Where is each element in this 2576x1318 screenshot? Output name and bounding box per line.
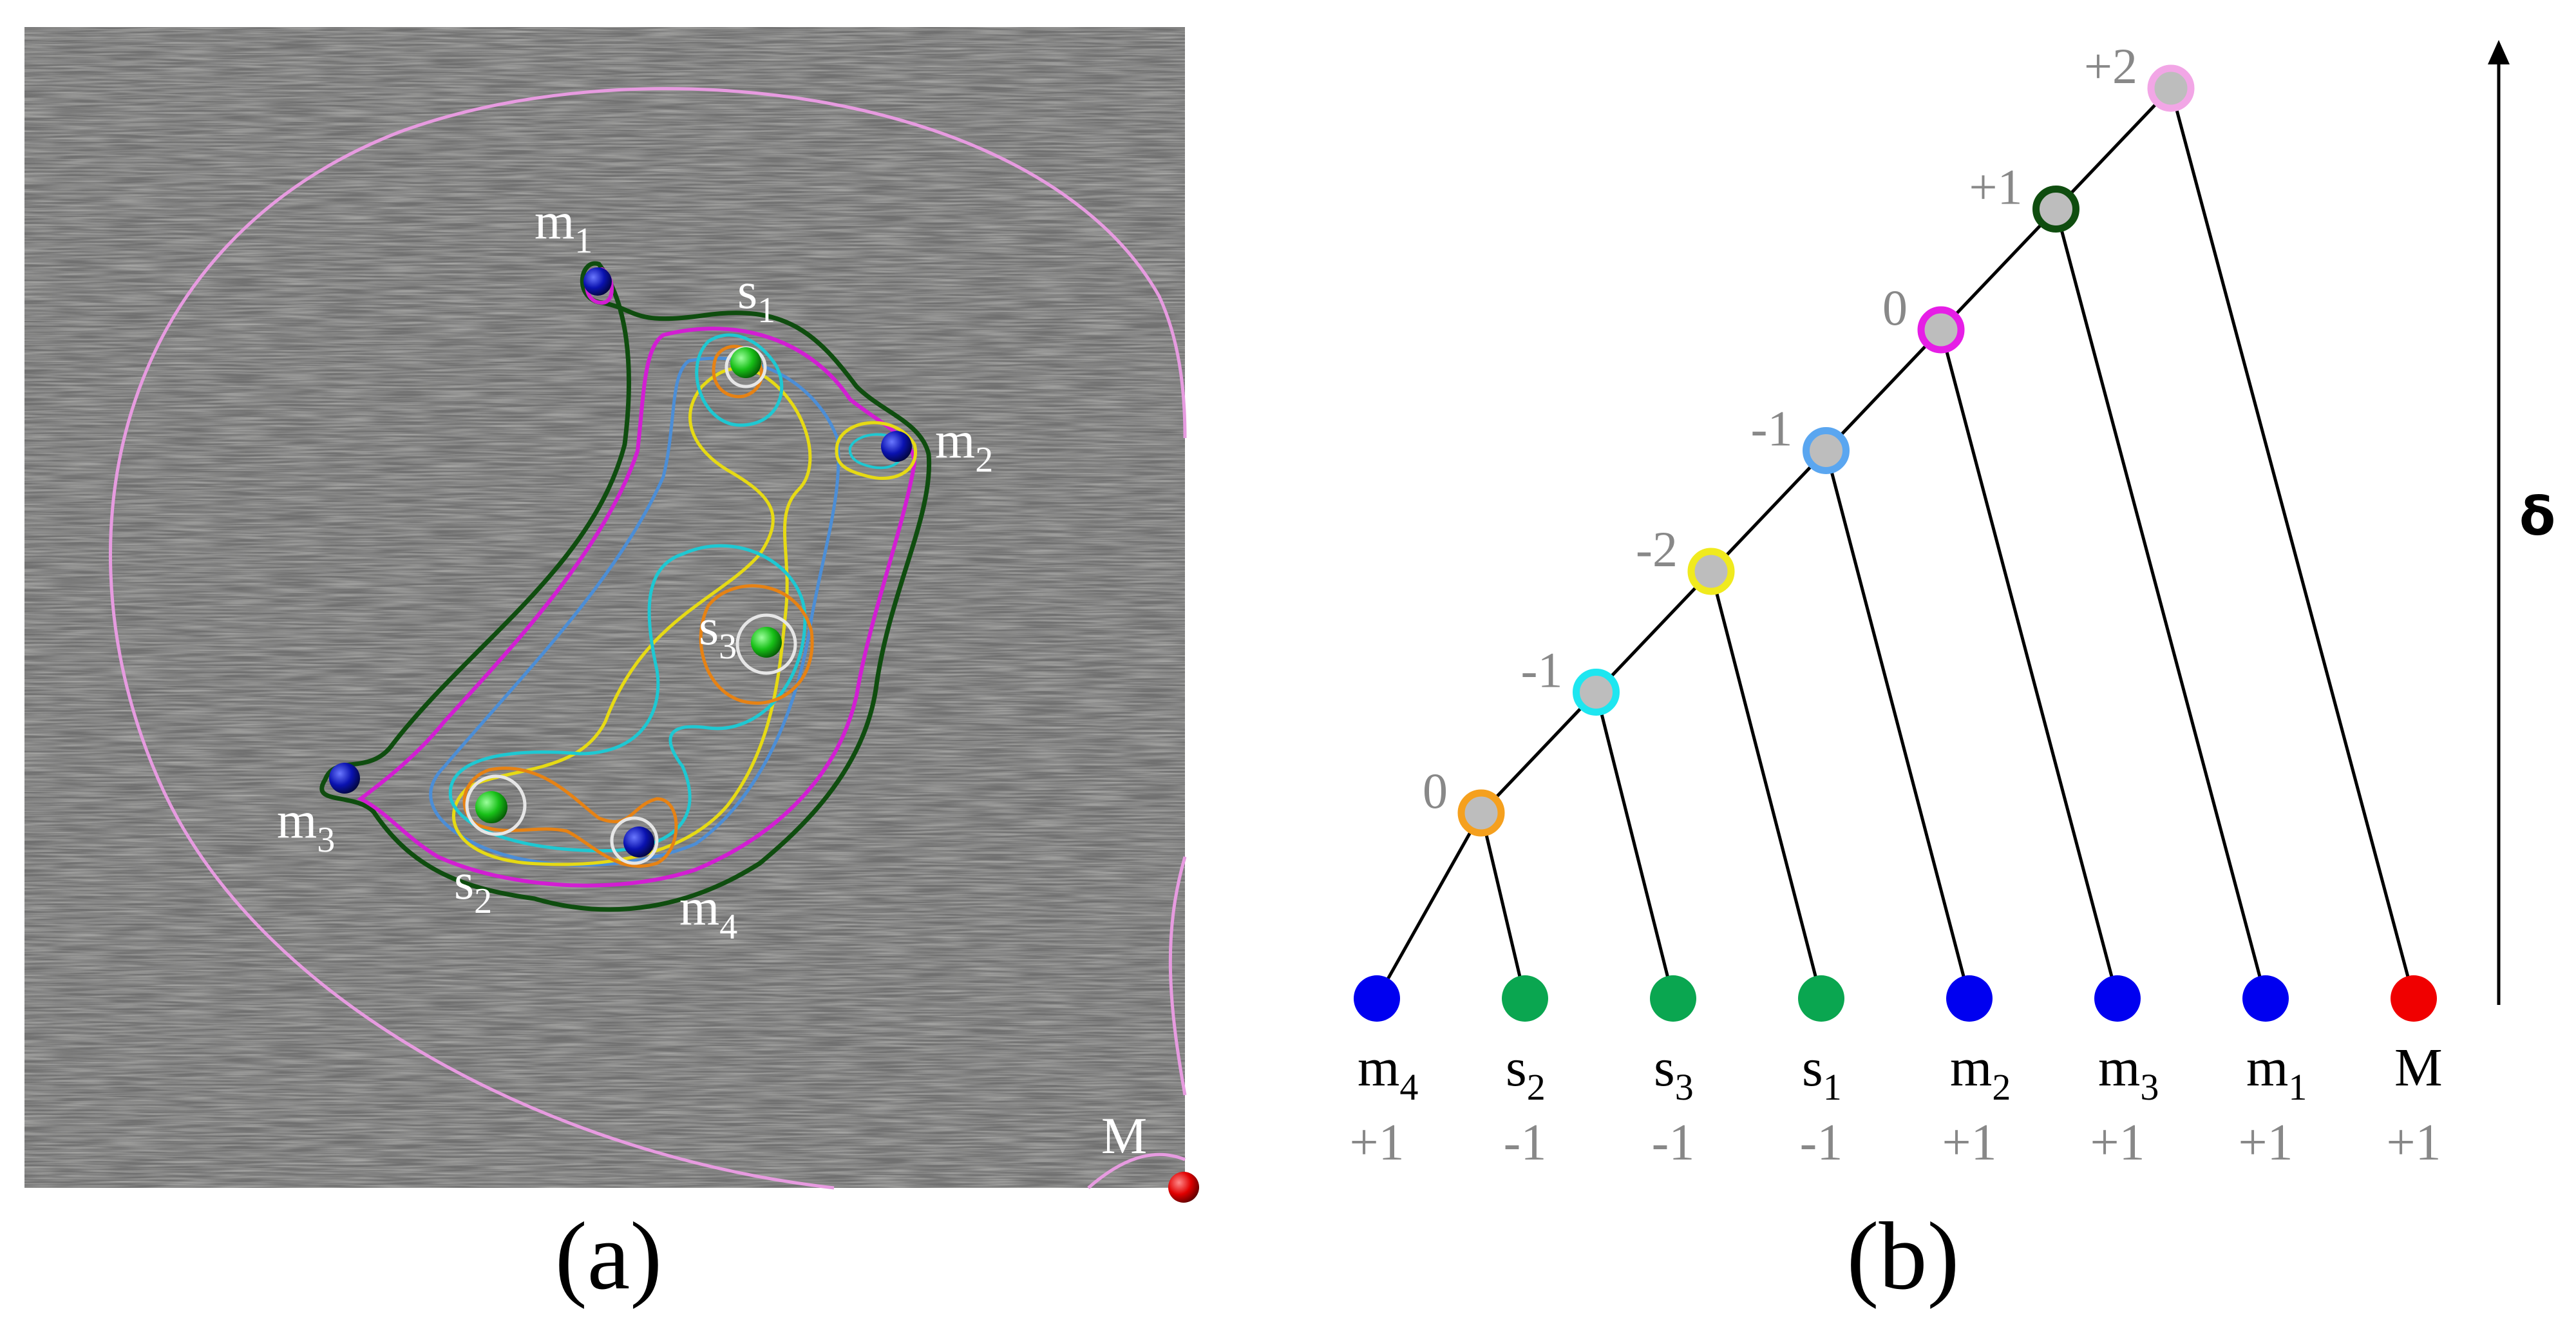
label-m3: m3 [277, 792, 335, 860]
panel-a: m1 s1 m2 s3 m3 s2 m4 M (a) [24, 27, 1199, 1310]
leaf-label-M: M [2394, 1038, 2443, 1098]
leaf-value-s3: -1 [1652, 1114, 1695, 1171]
tree-node-n3 [1803, 427, 1850, 474]
contour-cyan-s1 [695, 333, 784, 427]
tree-node-label: -1 [1751, 401, 1793, 457]
label-m4: m4 [679, 879, 737, 947]
tree-node-label: +2 [2084, 38, 2137, 94]
leaf-node-m1 [2242, 975, 2289, 1022]
tree-node-n6 [1457, 789, 1505, 837]
leaf-node-M [2391, 975, 2437, 1022]
label-m1: m1 [535, 193, 592, 261]
tree-edges [1375, 87, 2416, 1000]
tree-node-n1 [2032, 186, 2079, 233]
tree-node-label: -1 [1521, 642, 1563, 698]
leaf-label-m4: m4 [1358, 1038, 1418, 1108]
contour-white-s2 [465, 774, 527, 836]
leaf-value-m3: +1 [2090, 1114, 2145, 1171]
corner-isoline [1168, 856, 1187, 1096]
tree-leaves: m4 +1 s2 -1 s3 -1 s1 -1 m2 +1 m3 +1 m1 +1 M +1 [1349, 975, 2443, 1171]
tree-node-n2 [1917, 306, 1965, 354]
leaf-node-s2 [1502, 975, 1548, 1022]
tree-edge [1709, 571, 1823, 999]
contour-dark-green [319, 261, 932, 912]
vector-field-texture [24, 27, 1185, 1188]
leaf-node-s1 [1798, 975, 1844, 1022]
leaf-value-s1: -1 [1800, 1114, 1843, 1171]
leaf-value-s2: -1 [1504, 1114, 1547, 1171]
tree-edge [1595, 691, 1675, 999]
leaf-node-m2 [1946, 975, 1993, 1022]
tree-node-label: -2 [1636, 521, 1678, 577]
label-s2: s2 [454, 854, 492, 921]
leaf-label-s2: s2 [1506, 1038, 1546, 1108]
tree-node-label: 0 [1882, 280, 1908, 336]
critical-point-s3 [751, 627, 782, 658]
label-M: M [1101, 1108, 1147, 1165]
leaf-value-m2: +1 [1942, 1114, 1996, 1171]
contour-white-s3 [735, 613, 797, 675]
leaf-label-m2: m2 [1950, 1038, 2011, 1108]
tree-node-n4 [1687, 548, 1735, 595]
tree-edge [2169, 88, 2416, 999]
panel-b: +2 +1 0 -1 -2 -1 0 m4 +1 s2 -1 s3 -1 s1 -1 m2 +1 m3 +1 m1 +… [1349, 38, 2555, 1310]
tree-edge [1824, 450, 1971, 999]
caption-a: (a) [555, 1203, 662, 1310]
critical-point-m3 [329, 763, 360, 794]
tree-node-label: 0 [1423, 763, 1448, 819]
critical-point-m2 [881, 431, 912, 462]
contour-white-m4 [610, 816, 659, 865]
tree-edge [2054, 208, 2268, 999]
critical-point-s2 [475, 791, 507, 823]
critical-point-s1 [730, 347, 761, 378]
label-s1: s1 [737, 263, 775, 330]
contour-orange-s2-m4 [462, 767, 678, 868]
critical-point-m4 [623, 826, 654, 857]
delta-axis-label: δ [2519, 486, 2555, 548]
label-m2: m2 [935, 412, 993, 480]
leaf-value-m1: +1 [2238, 1114, 2293, 1171]
leaf-label-m3: m3 [2098, 1038, 2159, 1108]
leaf-label-s3: s3 [1654, 1038, 1694, 1108]
leaf-label-m1: m1 [2246, 1038, 2307, 1108]
tree-node-label: +1 [1969, 159, 2023, 215]
delta-axis-arrowhead [2488, 40, 2510, 64]
tree-edge [1939, 329, 2119, 999]
critical-point-M [1168, 1172, 1199, 1203]
label-s3: s3 [699, 599, 737, 667]
tree-edge [1480, 691, 1598, 814]
tree-edge [1375, 812, 1483, 1000]
leaf-node-m3 [2094, 975, 2141, 1022]
contour-yellow [452, 367, 812, 866]
corner-isoline-2 [1087, 1152, 1186, 1189]
leaf-value-m4: +1 [1349, 1114, 1404, 1171]
tree-node-n0 [2147, 64, 2195, 112]
outer-isoline [108, 87, 1187, 1190]
tree-edge [1595, 570, 1712, 694]
contour-cyan [448, 544, 807, 853]
leaf-value-M: +1 [2386, 1114, 2441, 1171]
caption-b: (b) [1847, 1203, 1960, 1310]
tree-edge [1940, 207, 2058, 331]
leaf-node-s3 [1650, 975, 1696, 1022]
leaf-label-s1: s1 [1802, 1038, 1842, 1108]
tree-node-n5 [1573, 669, 1620, 716]
leaf-node-m4 [1354, 975, 1400, 1022]
tree-edge [1710, 449, 1828, 573]
tree-edge [1824, 329, 1942, 452]
tree-edge [2054, 87, 2172, 211]
contour-yellow-m2 [835, 421, 917, 481]
tree-nodes: +2 +1 0 -1 -2 -1 0 [1423, 38, 2195, 837]
contour-orange-s3 [699, 584, 814, 705]
critical-point-m1 [583, 267, 612, 296]
tree-edge [1479, 812, 1527, 999]
